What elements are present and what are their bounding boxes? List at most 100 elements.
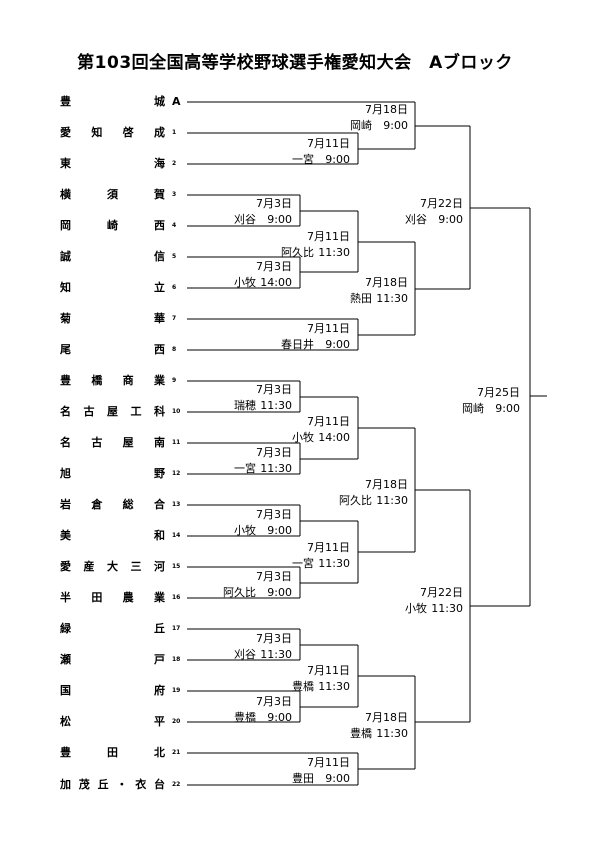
game-venue: 豊田 (292, 772, 314, 785)
game-time: 9:00 (325, 338, 350, 351)
game-date: 7月18日 (365, 478, 408, 491)
team-number: 8 (172, 346, 177, 353)
page-title: 第103回全国高等学校野球選手権愛知大会 Aブロック (77, 53, 513, 73)
game-venue: 刈谷 (234, 648, 256, 661)
game-venue: 小牧 (234, 276, 256, 289)
game-date: 7月25日 (477, 386, 520, 399)
team-name: 緑丘 (60, 622, 165, 635)
team-name: 豊田北 (60, 746, 165, 759)
game-venue: 刈谷 (234, 213, 256, 226)
team-number: 7 (172, 315, 177, 322)
game-time: 14:00 (260, 276, 292, 289)
game-venue: 豊橋 (292, 680, 314, 693)
game-venue: 岡崎 (350, 119, 372, 132)
game-date: 7月11日 (307, 415, 350, 428)
game-date: 7月3日 (256, 695, 292, 708)
game-venue: 瑞穂 (234, 399, 256, 412)
game-venue: 岡崎 (462, 402, 484, 415)
team-number: 5 (172, 253, 177, 260)
game-date: 7月22日 (420, 197, 463, 210)
team-name: 誠信 (60, 250, 165, 263)
game-venue: 刈谷 (405, 213, 427, 226)
team-number: 14 (172, 532, 181, 539)
game-venue: 阿久比 (281, 246, 314, 259)
game-time: 11:30 (260, 462, 292, 475)
game-date: 7月3日 (256, 383, 292, 396)
team-number: 21 (172, 749, 181, 756)
team-number: 10 (172, 408, 181, 415)
game-venue-time: 一宮 11:30 (182, 462, 292, 475)
team-number: 15 (172, 563, 181, 570)
game-date: 7月18日 (365, 103, 408, 116)
team-name: 横須賀 (60, 188, 165, 201)
team-number: 3 (172, 191, 177, 198)
team-name: 愛産大三河 (60, 560, 165, 573)
team-number: 13 (172, 501, 181, 508)
game-time: 11:30 (376, 727, 408, 740)
team-name: 国府 (60, 684, 165, 697)
game-venue: 一宮 (234, 462, 256, 475)
game-date: 7月3日 (256, 260, 292, 273)
game-date: 7月11日 (307, 756, 350, 769)
game-venue-time: 岡崎 9:00 (298, 119, 408, 132)
game-venue: 一宮 (292, 153, 314, 166)
team-name: 豊橋商業 (60, 374, 165, 387)
game-time: 11:30 (318, 557, 350, 570)
game-date: 7月11日 (307, 322, 350, 335)
game-venue: 阿久比 (223, 586, 256, 599)
team-name: 旭野 (60, 467, 165, 480)
team-number: 17 (172, 625, 181, 632)
game-venue-time: 刈谷 9:00 (353, 213, 463, 226)
game-time: 9:00 (383, 119, 408, 132)
game-date: 7月11日 (307, 230, 350, 243)
team-name: 知立 (60, 281, 165, 294)
game-venue: 阿久比 (339, 494, 372, 507)
team-name: 瀬戸 (60, 653, 165, 666)
team-name: 愛知啓成 (60, 126, 165, 139)
game-venue: 豊橋 (234, 711, 256, 724)
team-number: 16 (172, 594, 181, 601)
game-date: 7月18日 (365, 276, 408, 289)
game-date: 7月3日 (256, 508, 292, 521)
game-date: 7月3日 (256, 570, 292, 583)
team-number: 1 (172, 129, 177, 136)
team-name: 東海 (60, 157, 165, 170)
game-venue-time: 刈谷 11:30 (182, 648, 292, 661)
team-name: 松平 (60, 715, 165, 728)
team-name: 岩倉総合 (60, 498, 165, 511)
game-time: 11:30 (376, 494, 408, 507)
game-venue: 小牧 (292, 431, 314, 444)
game-time: 9:00 (267, 213, 292, 226)
game-venue-time: 小牧 14:00 (182, 276, 292, 289)
game-time: 11:30 (318, 680, 350, 693)
game-venue-time: 豊橋 9:00 (182, 711, 292, 724)
team-name: 美和 (60, 529, 165, 542)
team-number: 4 (172, 222, 177, 229)
team-number: 20 (172, 718, 181, 725)
team-number: 19 (172, 687, 181, 694)
seed-label: A (172, 95, 181, 108)
game-venue-time: 春日井 9:00 (240, 338, 350, 351)
game-time: 9:00 (438, 213, 463, 226)
game-date: 7月3日 (256, 197, 292, 210)
team-number: 18 (172, 656, 181, 663)
game-time: 9:00 (267, 524, 292, 537)
game-time: 9:00 (325, 153, 350, 166)
team-number: 12 (172, 470, 181, 477)
game-venue: 春日井 (281, 338, 314, 351)
game-venue: 豊橋 (350, 727, 372, 740)
team-number: 2 (172, 160, 177, 167)
game-time: 9:00 (267, 711, 292, 724)
game-time: 11:30 (260, 648, 292, 661)
game-time: 9:00 (495, 402, 520, 415)
team-name: 名古屋工科 (60, 405, 165, 418)
